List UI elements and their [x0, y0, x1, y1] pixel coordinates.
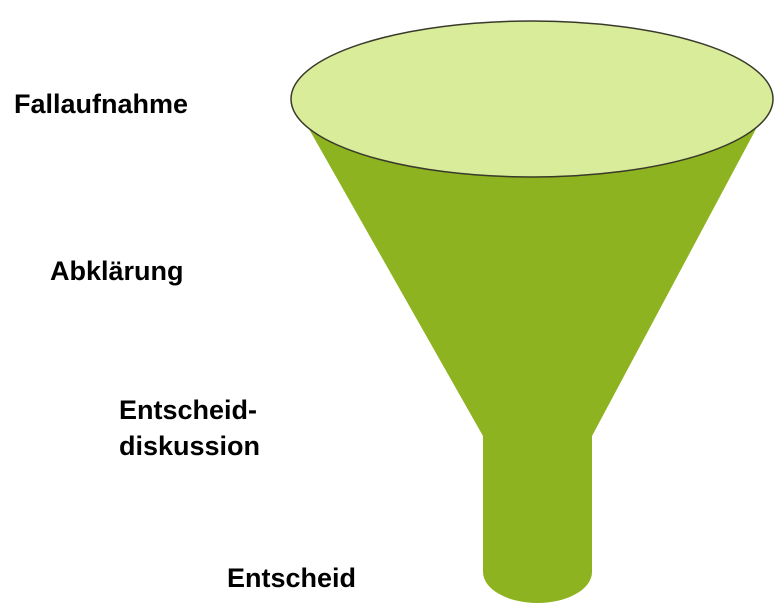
- funnel-top-opening: [290, 20, 774, 178]
- stage-label-fallaufnahme: Fallaufnahme: [14, 89, 189, 119]
- funnel-cone: [292, 99, 772, 436]
- funnel-spout-bottom: [483, 541, 592, 603]
- stage-label-entscheid: Entscheid: [227, 563, 357, 593]
- stage-label-entscheid-diskussion: Entscheid- diskussion: [119, 395, 261, 461]
- stage-label-abklaerung: Abklärung: [50, 256, 184, 286]
